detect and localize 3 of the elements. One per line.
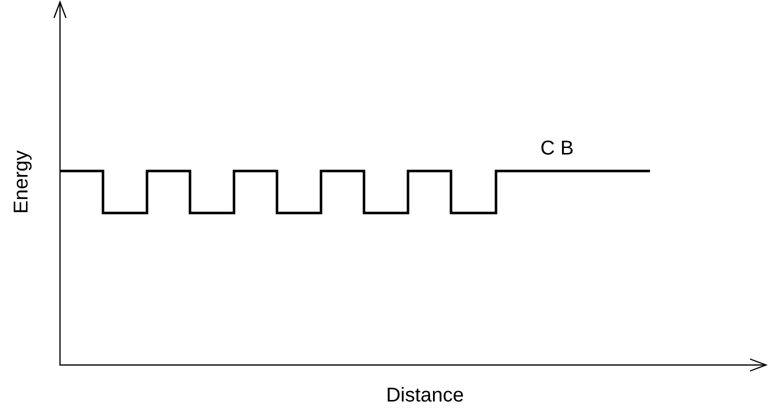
axis-label: Energy: [10, 150, 34, 214]
curve-label: C B: [540, 138, 574, 160]
axis-label: Distance: [386, 384, 464, 408]
